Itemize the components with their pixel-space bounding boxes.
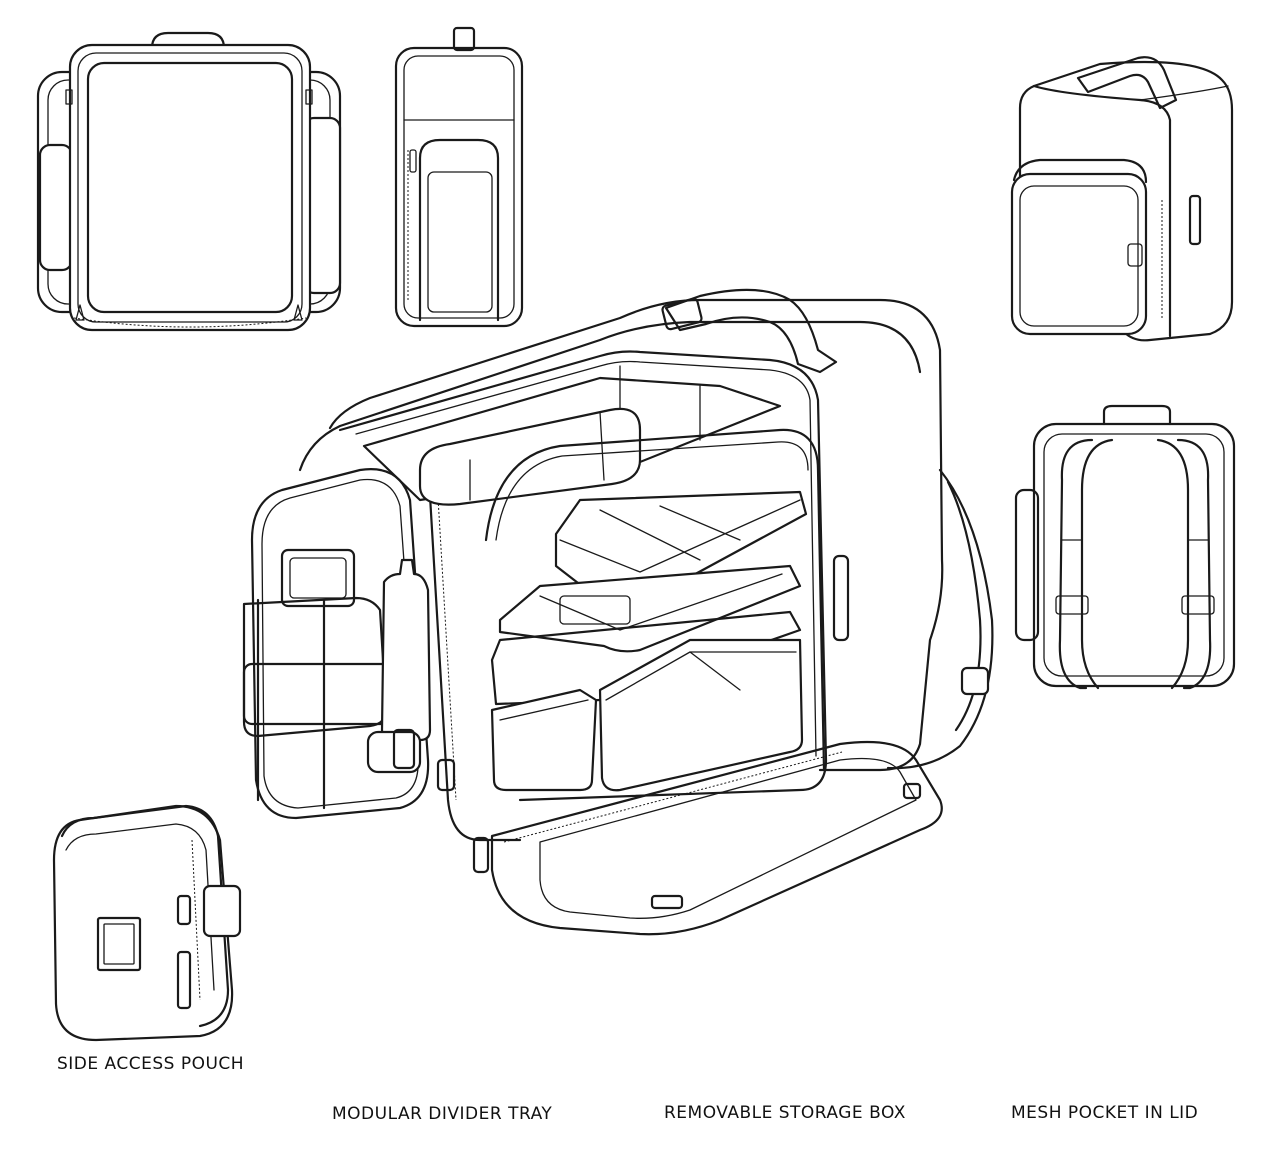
- bag-back-view: [1014, 404, 1236, 690]
- modular-divider-tray-label: MODULAR DIVIDER TRAY: [332, 1104, 553, 1124]
- side-access-pouch-illustration: [52, 804, 242, 1042]
- bag-three-quarter-view: [1010, 56, 1234, 342]
- mesh-pocket-in-lid-label: MESH POCKET IN LID: [1011, 1103, 1199, 1123]
- bag-main-open-view: [242, 288, 994, 936]
- bag-side-view: [394, 26, 524, 328]
- side-access-pouch-label: SIDE ACCESS POUCH: [57, 1054, 245, 1074]
- removable-storage-box-label: REMOVABLE STORAGE BOX: [664, 1103, 906, 1123]
- bag-front-view: [36, 31, 342, 332]
